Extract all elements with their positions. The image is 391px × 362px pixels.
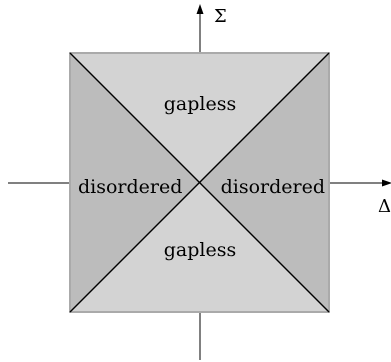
region-label-right: disordered <box>221 176 325 198</box>
horizontal-axis-label: Δ <box>378 196 391 217</box>
vertical-axis-arrowhead <box>196 4 204 14</box>
diagonal-boundary-2 <box>69 52 330 313</box>
region-label-left: disordered <box>78 176 182 198</box>
region-top-gapless <box>70 53 329 182</box>
diagram-border <box>69 52 330 313</box>
region-label-bottom: gapless <box>164 239 236 261</box>
region-left-disordered <box>70 53 200 312</box>
vertical-axis-label: Σ <box>214 6 227 27</box>
horizontal-axis-arrowhead <box>382 179 391 187</box>
region-bottom-gapless <box>70 182 329 312</box>
region-right-disordered <box>200 53 329 312</box>
region-label-top: gapless <box>164 93 236 115</box>
